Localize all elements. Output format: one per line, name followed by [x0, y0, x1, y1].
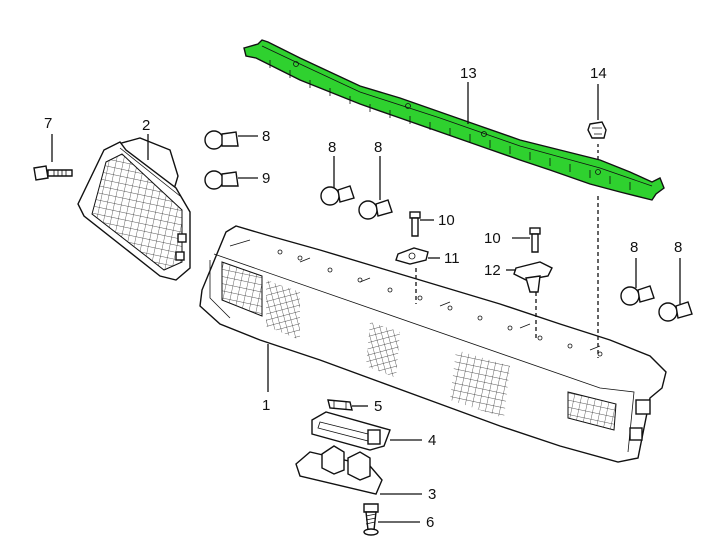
part-13-trim-strip[interactable]: [243, 39, 665, 201]
part-3-plate-lamp-housing[interactable]: [295, 445, 383, 495]
callout-1: 1: [262, 397, 270, 414]
callout-8-d: 8: [630, 239, 638, 256]
part-7-screw[interactable]: [33, 165, 73, 181]
part-11-nut[interactable]: [395, 247, 429, 265]
part-4-plate-lamp-lens[interactable]: [311, 411, 391, 451]
part-12-nut[interactable]: [513, 261, 553, 293]
part-6-screw[interactable]: [363, 503, 379, 536]
part-8-bulb-b[interactable]: [320, 185, 355, 206]
callout-8-e: 8: [674, 239, 682, 256]
callout-11: 11: [444, 250, 460, 267]
callout-labels: 7 2 8 9 8 8 10 11 10 12 13 14 8 8 1 5 4 …: [44, 65, 682, 531]
callout-3: 3: [428, 486, 436, 503]
part-14-clip[interactable]: [587, 121, 607, 139]
part-8-bulb-c[interactable]: [358, 199, 393, 220]
part-1-rear-panel[interactable]: [199, 225, 667, 463]
callout-5: 5: [374, 398, 382, 415]
part-8-bulb-a[interactable]: [204, 130, 239, 150]
part-9-bulb[interactable]: [204, 170, 239, 190]
part-10-screw-b[interactable]: [529, 227, 541, 253]
callout-8-a: 8: [262, 128, 270, 145]
callout-7: 7: [44, 115, 52, 132]
callout-2: 2: [142, 117, 150, 134]
part-8-bulb-d[interactable]: [620, 285, 655, 306]
part-10-screw-a[interactable]: [409, 211, 421, 237]
callout-10-a: 10: [438, 212, 455, 229]
part-8-bulb-e[interactable]: [658, 301, 693, 322]
callout-14: 14: [590, 65, 607, 82]
callout-8-c: 8: [374, 139, 382, 156]
leader-lines: [51, 82, 681, 523]
callout-13: 13: [460, 65, 477, 82]
callout-10-b: 10: [484, 230, 501, 247]
part-2-corner-lamp[interactable]: [77, 137, 191, 281]
callout-9: 9: [262, 170, 270, 187]
callout-6: 6: [426, 514, 434, 531]
part-5-festoon-bulb[interactable]: [327, 399, 353, 411]
callout-8-b: 8: [328, 139, 336, 156]
callout-12: 12: [484, 262, 501, 279]
callout-4: 4: [428, 432, 436, 449]
